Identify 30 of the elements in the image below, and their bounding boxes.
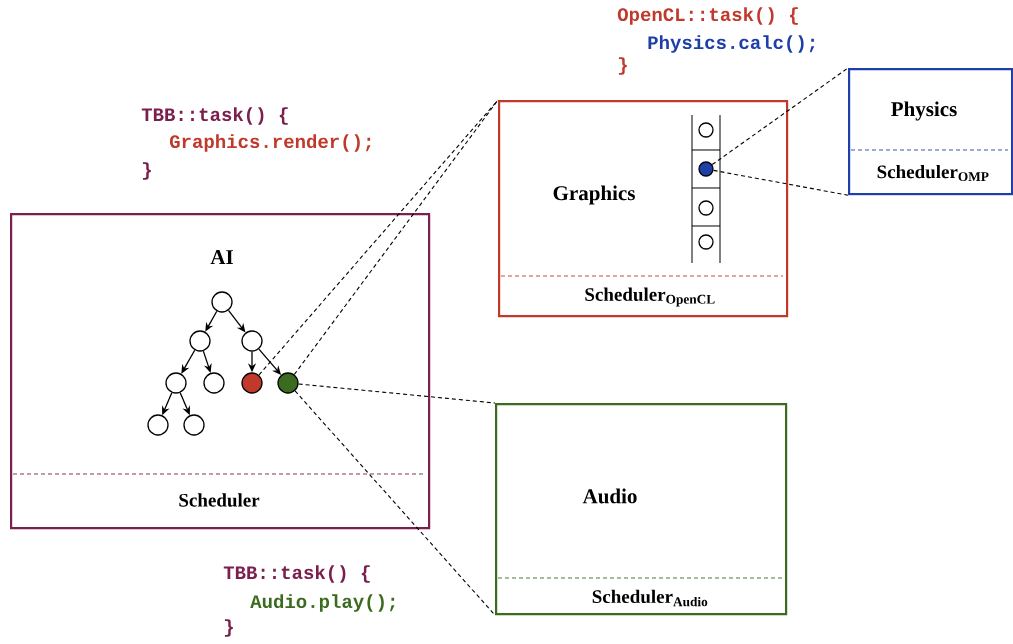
task-circle — [698, 234, 714, 250]
code-line: Graphics.render(); — [169, 134, 371, 152]
scheduler-box: Audio Scheduler$_{Audio}$ — [495, 403, 788, 616]
task-circle — [698, 200, 714, 216]
scheduler-box: AI Scheduler — [10, 213, 431, 530]
code-line: Audio.play(); — [250, 594, 395, 612]
zoom-line — [713, 169, 849, 196]
scheduler-box: Graphics Scheduler$_{OpenCL}$ — [498, 100, 789, 318]
code-line: OpenCL::task() { — [617, 7, 798, 25]
code-line: } — [142, 162, 151, 180]
task-circle — [211, 291, 233, 313]
task-circle — [698, 122, 714, 138]
task-circle — [147, 414, 169, 436]
task-circle — [189, 330, 211, 352]
task-circle — [277, 372, 299, 394]
task-circle — [241, 372, 263, 394]
zoom-line — [294, 390, 496, 616]
code-line: TBB::task() { — [223, 565, 370, 583]
code-line: } — [224, 619, 233, 637]
code-line: } — [618, 57, 627, 75]
task-circle — [698, 161, 714, 177]
code-line: TBB::task() { — [141, 107, 288, 125]
task-circle — [203, 372, 225, 394]
scheduler-box: Physics Scheduler$_{OMP}$ — [848, 68, 1013, 196]
zoom-line — [711, 67, 849, 166]
task-circle — [241, 330, 263, 352]
zoom-line — [298, 383, 496, 404]
task-circle — [165, 372, 187, 394]
task-circle — [183, 414, 205, 436]
code-line: Physics.calc(); — [648, 35, 815, 53]
